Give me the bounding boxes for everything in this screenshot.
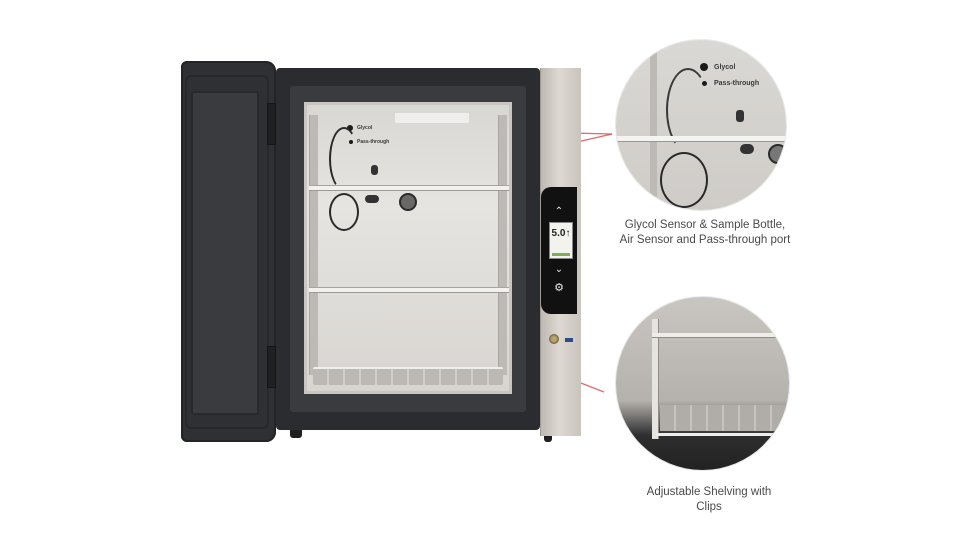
inset-sample-bottle [740, 144, 754, 154]
foot-left [290, 430, 302, 438]
sensor-callout-caption: Glycol Sensor & Sample Bottle, Air Senso… [598, 218, 812, 248]
chevron-up-icon[interactable]: ⌃ [554, 206, 564, 217]
display-status-bar [552, 253, 570, 256]
chevron-down-icon[interactable]: ⌄ [554, 264, 564, 275]
air-sensor [371, 165, 378, 175]
inset-cable-coil [660, 152, 708, 208]
inset-tray-edge [656, 433, 789, 436]
lower-shelf[interactable] [309, 287, 509, 293]
sensor-cable [329, 127, 359, 191]
door-hinge-top [267, 103, 276, 145]
right-shelf-rail [498, 115, 507, 375]
inset-pass-through-port [768, 144, 786, 164]
display-screen: 5.0↑ [549, 222, 573, 259]
control-panel: ⌃ 5.0↑ ⌄ ⚙ [541, 187, 577, 314]
gear-icon[interactable]: ⚙ [554, 282, 564, 294]
incubator-cabinet: Glycol Pass-through [276, 68, 540, 430]
sensor-caption-line1: Glycol Sensor & Sample Bottle, [624, 219, 786, 231]
usb-port[interactable] [565, 338, 573, 342]
door-frame [185, 75, 269, 429]
inset-side-rail [652, 319, 659, 439]
inset-air-sensor [736, 110, 744, 122]
left-shelf-rail [309, 115, 318, 375]
incubator-door[interactable] [181, 61, 276, 442]
incubator-chamber: Glycol Pass-through [304, 102, 512, 394]
glycol-sample-bottle [365, 195, 379, 203]
display-value: 5.0↑ [551, 228, 571, 239]
shelving-callout-caption: Adjustable Shelving with Clips [602, 485, 816, 515]
shelving-callout-inset [616, 297, 789, 470]
sensor-caption-line2: Air Sensor and Pass-through port [619, 234, 791, 246]
glycol-port-label: Glycol [357, 125, 373, 131]
shelving-caption-line1: Adjustable Shelving with [646, 486, 772, 498]
foot-right [544, 434, 552, 442]
shelving-caption-line2: Clips [696, 501, 722, 513]
sensor-cable-coil [329, 193, 359, 231]
door-panel [191, 91, 259, 415]
bottom-tray [313, 367, 503, 385]
inset-bottom-tray [660, 405, 789, 431]
inset-glycol-label: Glycol [714, 64, 736, 71]
glycol-port-icon [347, 125, 353, 131]
chamber-label-plate [395, 113, 469, 123]
inset-pass-through-label: Pass-through [714, 80, 760, 87]
pass-through-port [399, 193, 417, 211]
sensor-callout-inset: Glycol Pass-through [616, 40, 786, 210]
door-hinge-bottom [267, 346, 276, 388]
inset-rail [650, 40, 657, 210]
gas-inlet-knob[interactable] [549, 334, 559, 344]
pass-through-port-label: Pass-through [357, 139, 390, 145]
inset-shelf [616, 136, 786, 142]
inset-cable [666, 68, 710, 152]
upper-shelf[interactable] [309, 185, 509, 191]
inset-glycol-port-icon [700, 63, 708, 71]
inset-upper-shelf [652, 333, 789, 338]
